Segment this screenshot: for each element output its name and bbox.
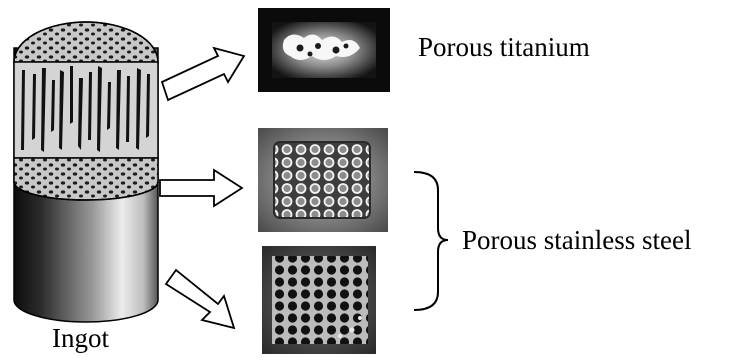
porous-titanium-label: Porous titanium <box>418 34 590 61</box>
ingot <box>14 22 158 322</box>
ingot-top-porous-section <box>14 22 158 62</box>
arrows <box>160 48 244 328</box>
ingot-label: Ingot <box>52 325 109 352</box>
porous-titanium-sample <box>258 8 390 92</box>
arrow-to-stainless-steel-upper <box>160 170 242 206</box>
arrow-to-stainless-steel-lower <box>166 270 234 328</box>
arrow-to-titanium <box>162 48 244 100</box>
stainless-steel-bracket <box>414 172 448 310</box>
ingot-bottom-porous-section <box>14 158 158 200</box>
porous-stainless-steel-sample-2 <box>262 246 376 354</box>
porous-stainless-steel-label: Porous stainless steel <box>462 227 692 254</box>
porous-stainless-steel-sample-1 <box>258 128 388 232</box>
